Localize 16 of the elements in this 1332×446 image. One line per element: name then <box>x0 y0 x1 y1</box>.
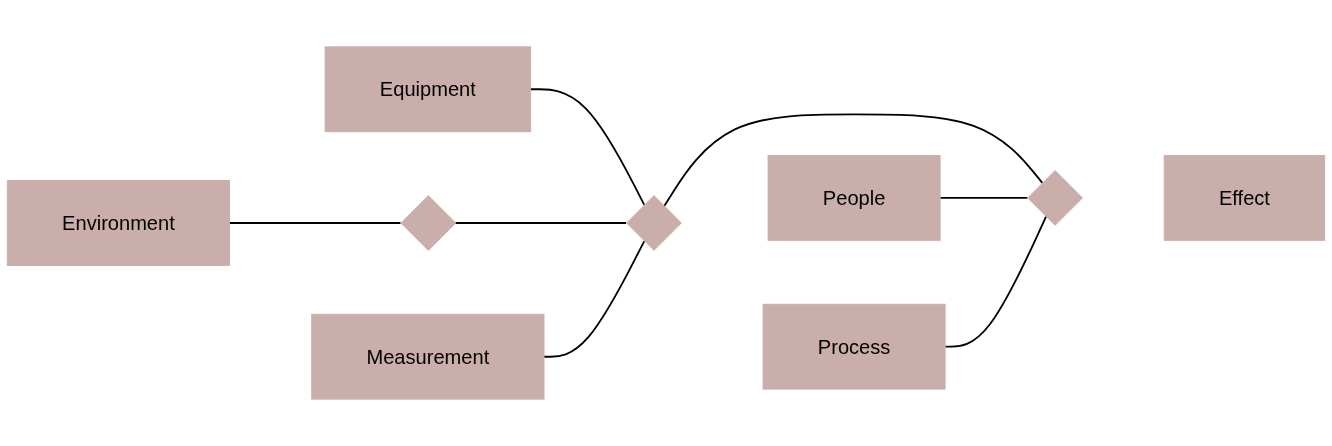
connector <box>944 215 1047 348</box>
node-diamond <box>1027 170 1083 226</box>
connector <box>228 222 402 224</box>
node-box: Measurement <box>311 313 545 400</box>
node-box: Effect <box>1163 155 1326 241</box>
node-box: Equipment <box>324 46 532 133</box>
connector <box>454 222 628 224</box>
node-diamond <box>400 195 457 251</box>
node-diamond <box>626 195 682 251</box>
connector <box>939 197 1029 199</box>
connector <box>543 240 646 358</box>
connector <box>529 88 646 206</box>
connector <box>663 113 1044 208</box>
node-box: Process <box>762 303 946 390</box>
node-box: People <box>767 155 941 241</box>
node-box: Environment <box>6 180 230 266</box>
